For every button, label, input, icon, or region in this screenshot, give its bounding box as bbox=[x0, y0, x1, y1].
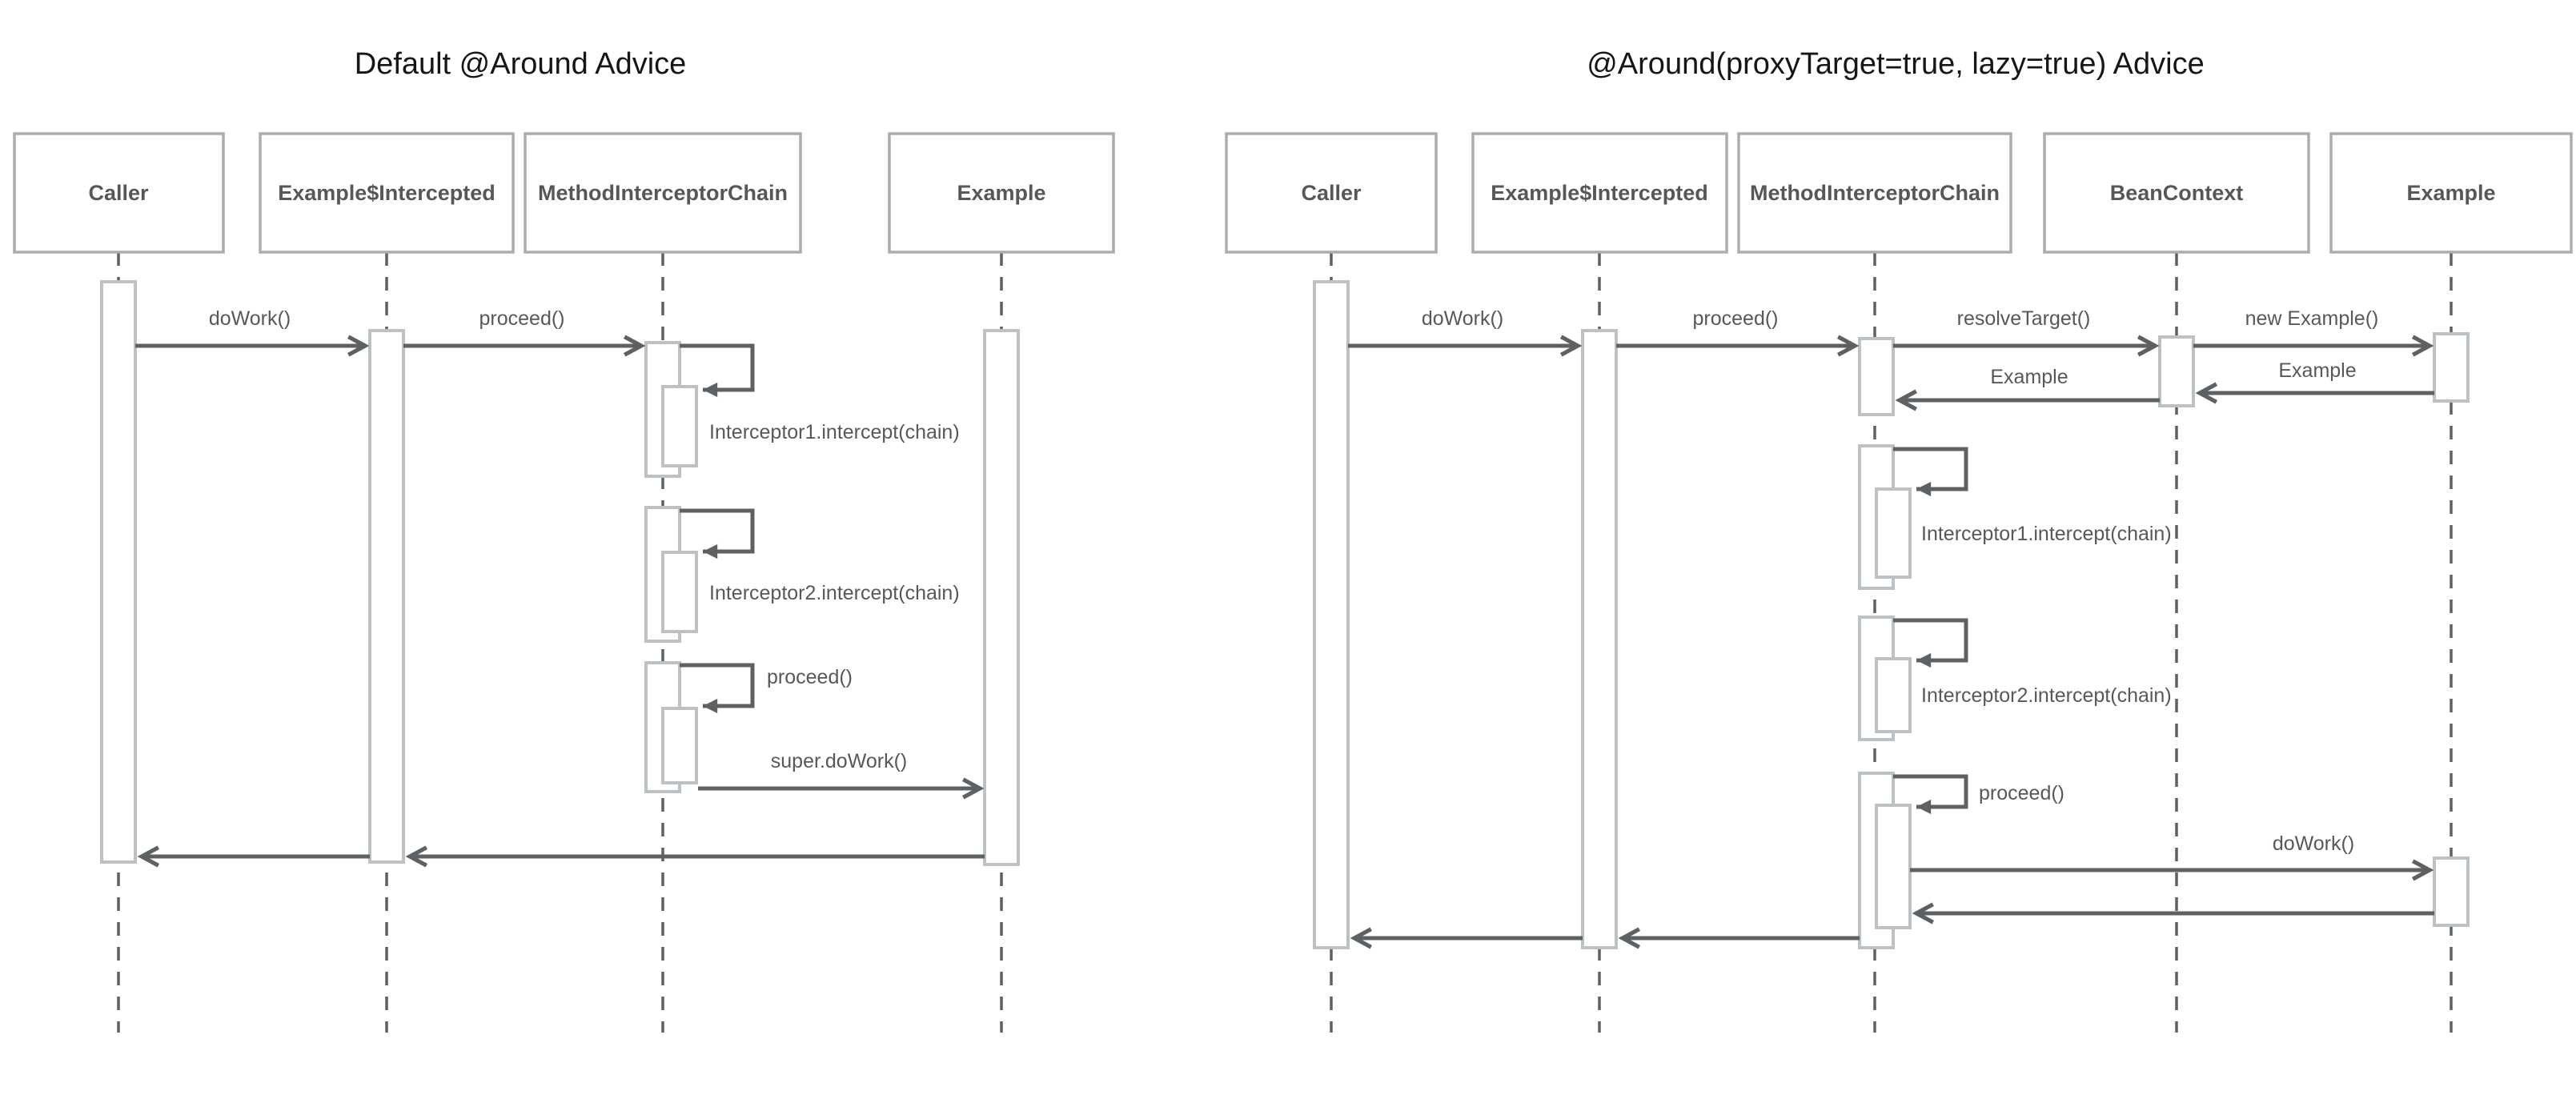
diagram-proxytarget-lazy: @Around(proxyTarget=true, lazy=true) Adv… bbox=[1225, 47, 2573, 1033]
self-call-arrow bbox=[680, 663, 755, 714]
self-call-arrow bbox=[680, 343, 755, 398]
participant-box bbox=[524, 132, 802, 254]
activation-example-intercepted bbox=[368, 329, 405, 864]
participant-label: MethodInterceptorChain bbox=[538, 181, 788, 205]
participant-box bbox=[888, 132, 1115, 254]
return-beancontext-to-mic: Example bbox=[1900, 366, 2160, 400]
message-new-example: new Example() bbox=[2193, 307, 2430, 346]
activation-mic-1-nested bbox=[1875, 487, 1912, 579]
self-call-arrow bbox=[1893, 618, 1968, 668]
message-label: Example bbox=[2278, 359, 2356, 382]
participant-methodinterceptorchain: MethodInterceptorChain bbox=[524, 132, 802, 254]
participant-example: Example bbox=[888, 132, 1115, 254]
message-label: Interceptor2.intercept(chain) bbox=[1921, 684, 2172, 707]
activation-mic-1-nested bbox=[661, 385, 698, 467]
message-label: Interceptor1.intercept(chain) bbox=[1921, 523, 2172, 545]
activation-example-intercepted bbox=[1581, 329, 1618, 949]
activation-example-dowork bbox=[2433, 856, 2470, 927]
participant-box bbox=[1225, 132, 1438, 254]
participant-box bbox=[1737, 132, 2012, 254]
participant-label: BeanContext bbox=[2110, 181, 2244, 205]
participant-label: Example$Intercepted bbox=[278, 181, 496, 205]
participant-box bbox=[259, 132, 515, 254]
message-label: doWork() bbox=[1422, 307, 1503, 330]
message-label: doWork() bbox=[2273, 832, 2354, 855]
message-label: Example bbox=[1990, 366, 2068, 388]
activation-caller bbox=[1313, 280, 1350, 949]
participant-label: MethodInterceptorChain bbox=[1750, 181, 2000, 205]
activation-mic-2-nested bbox=[661, 551, 698, 633]
self-call-interceptor2: Interceptor2.intercept(chain) bbox=[680, 508, 960, 604]
message-label: resolveTarget() bbox=[1957, 307, 2091, 330]
diagram-title: Default @Around Advice bbox=[355, 47, 687, 81]
participant-box bbox=[2329, 132, 2573, 254]
participant-box bbox=[2043, 132, 2310, 254]
activation-mic-3-nested bbox=[1875, 804, 1912, 929]
message-label: proceed() bbox=[1979, 782, 2064, 804]
message-label: super.doWork() bbox=[771, 750, 907, 772]
self-call-interceptor1: Interceptor1.intercept(chain) bbox=[680, 343, 960, 443]
message-label: new Example() bbox=[2245, 307, 2379, 330]
self-call-interceptor2: Interceptor2.intercept(chain) bbox=[1893, 618, 2172, 707]
self-call-proceed: proceed() bbox=[680, 663, 853, 714]
participant-caller: Caller bbox=[13, 132, 225, 254]
participant-example-intercepted: Example$Intercepted bbox=[259, 132, 515, 254]
message-label: Interceptor2.intercept(chain) bbox=[709, 582, 960, 604]
message-dowork: doWork() bbox=[1348, 307, 1578, 346]
activation-mic-3-nested bbox=[661, 707, 698, 784]
participant-example: Example bbox=[2329, 132, 2573, 254]
participant-label: Caller bbox=[1301, 181, 1362, 205]
message-label: proceed() bbox=[479, 307, 565, 330]
activation-example-create bbox=[2433, 332, 2470, 403]
participant-label: Caller bbox=[88, 181, 149, 205]
activation-beancontext bbox=[2158, 335, 2195, 407]
self-call-arrow bbox=[680, 508, 755, 560]
activation-caller bbox=[100, 280, 137, 864]
diagram-default-around: Default @Around Advice Caller Example$In… bbox=[13, 47, 1115, 1033]
self-call-interceptor1: Interceptor1.intercept(chain) bbox=[1893, 447, 2172, 545]
participant-box bbox=[13, 132, 225, 254]
return-example-to-beancontext: Example bbox=[2200, 359, 2434, 393]
activation-example bbox=[983, 329, 1020, 866]
participant-beancontext: BeanContext bbox=[2043, 132, 2310, 254]
participant-box bbox=[1471, 132, 1728, 254]
activation-mic-resolve bbox=[1858, 337, 1895, 416]
self-call-arrow bbox=[1893, 774, 1968, 815]
self-call-proceed: proceed() bbox=[1893, 774, 2064, 815]
message-label: Interceptor1.intercept(chain) bbox=[709, 421, 960, 443]
message-super-dowork: super.doWork() bbox=[698, 750, 980, 788]
message-resolvetarget: resolveTarget() bbox=[1893, 307, 2155, 346]
self-call-arrow bbox=[1893, 447, 1968, 497]
message-label: proceed() bbox=[1693, 307, 1779, 330]
message-proceed: proceed() bbox=[1616, 307, 1855, 346]
message-dowork-target: doWork() bbox=[1910, 832, 2430, 870]
participant-example-intercepted: Example$Intercepted bbox=[1471, 132, 1728, 254]
participant-label: Example bbox=[957, 181, 1045, 205]
message-proceed: proceed() bbox=[403, 307, 641, 346]
participant-methodinterceptorchain: MethodInterceptorChain bbox=[1737, 132, 2012, 254]
participant-caller: Caller bbox=[1225, 132, 1438, 254]
participant-label: Example$Intercepted bbox=[1491, 181, 1708, 205]
activation-mic-2-nested bbox=[1875, 657, 1912, 733]
participant-label: Example bbox=[2406, 181, 2495, 205]
diagram-title: @Around(proxyTarget=true, lazy=true) Adv… bbox=[1587, 47, 2205, 81]
message-dowork: doWork() bbox=[135, 307, 365, 346]
message-label: doWork() bbox=[209, 307, 291, 330]
message-label: proceed() bbox=[767, 666, 853, 688]
